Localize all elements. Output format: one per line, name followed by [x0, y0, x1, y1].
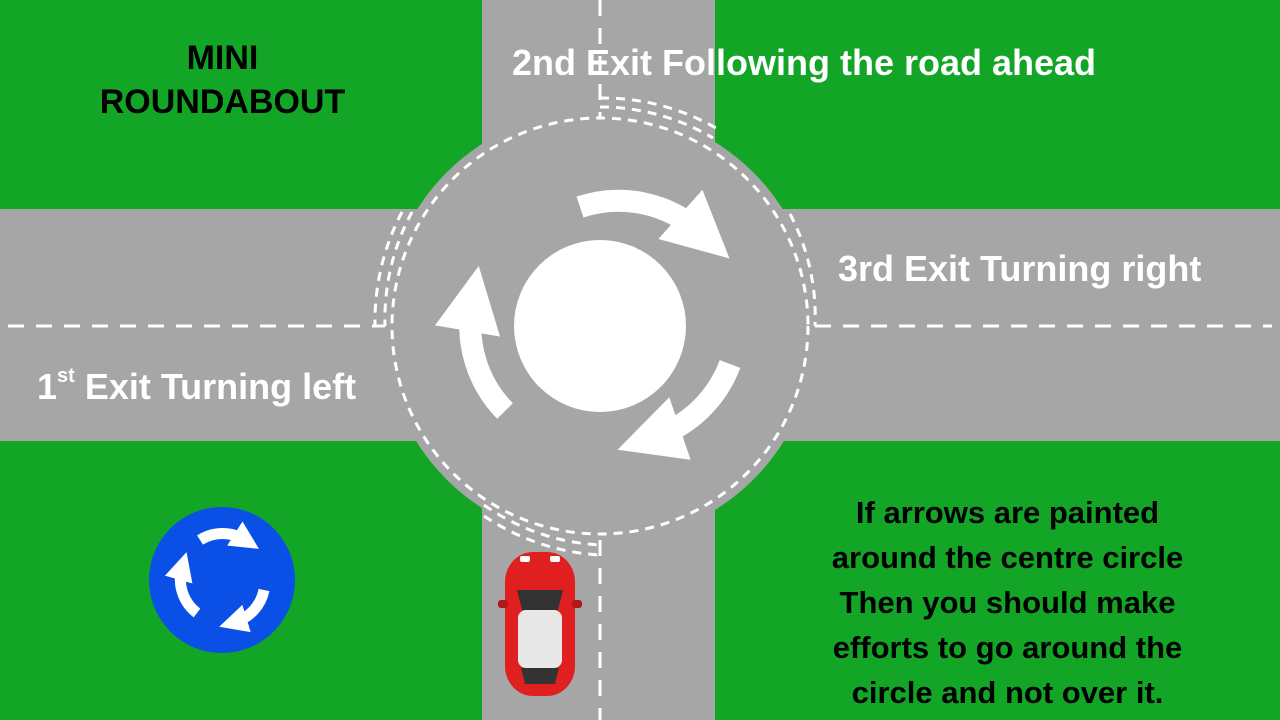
sign-arrow-right-icon — [219, 588, 270, 633]
car-roof — [518, 610, 562, 668]
note-line-3: Then you should make — [839, 585, 1176, 620]
title-line-2: ROUNDABOUT — [99, 83, 346, 121]
east-give-way — [788, 213, 817, 327]
first-exit-label: 1st Exit Turning left — [37, 365, 357, 408]
red-car-icon — [498, 552, 582, 696]
mini-roundabout-sign-icon — [149, 507, 295, 653]
car-mirror-left — [498, 600, 508, 608]
centre-island — [514, 240, 686, 412]
car-headlight-right — [550, 556, 560, 562]
title-line-1: MINI — [186, 39, 259, 77]
first-exit-number: 1 — [37, 366, 58, 407]
painted-arrows — [435, 189, 741, 460]
give-way-lines — [373, 96, 817, 557]
car-rear-window — [521, 668, 559, 684]
note-line-5: circle and not over it. — [851, 675, 1164, 710]
outer-dashed-ring — [390, 116, 810, 536]
car-headlight-left — [520, 556, 530, 562]
car-mirror-right — [572, 600, 582, 608]
advice-note: If arrows are painted around the centre … — [815, 490, 1200, 715]
second-exit-label: 2nd Exit Following the road ahead — [512, 42, 1097, 83]
car-windscreen — [517, 590, 563, 610]
note-line-1: If arrows are painted — [855, 495, 1160, 530]
first-exit-suffix: st — [57, 365, 75, 387]
sign-arrow-left-icon — [164, 552, 201, 618]
note-line-4: efforts to go around the — [832, 630, 1183, 665]
painted-arrow-left-icon — [435, 265, 514, 419]
note-line-2: around the centre circle — [831, 540, 1184, 575]
diagram-title: MINI ROUNDABOUT — [90, 36, 355, 124]
lane-markings — [8, 0, 1272, 720]
first-exit-text: Exit Turning left — [74, 366, 357, 407]
painted-arrow-bottom-icon — [617, 359, 741, 460]
third-exit-label: 3rd Exit Turning right — [838, 248, 1202, 289]
painted-arrow-top-icon — [576, 189, 730, 259]
sign-arrow-top-icon — [197, 521, 259, 549]
